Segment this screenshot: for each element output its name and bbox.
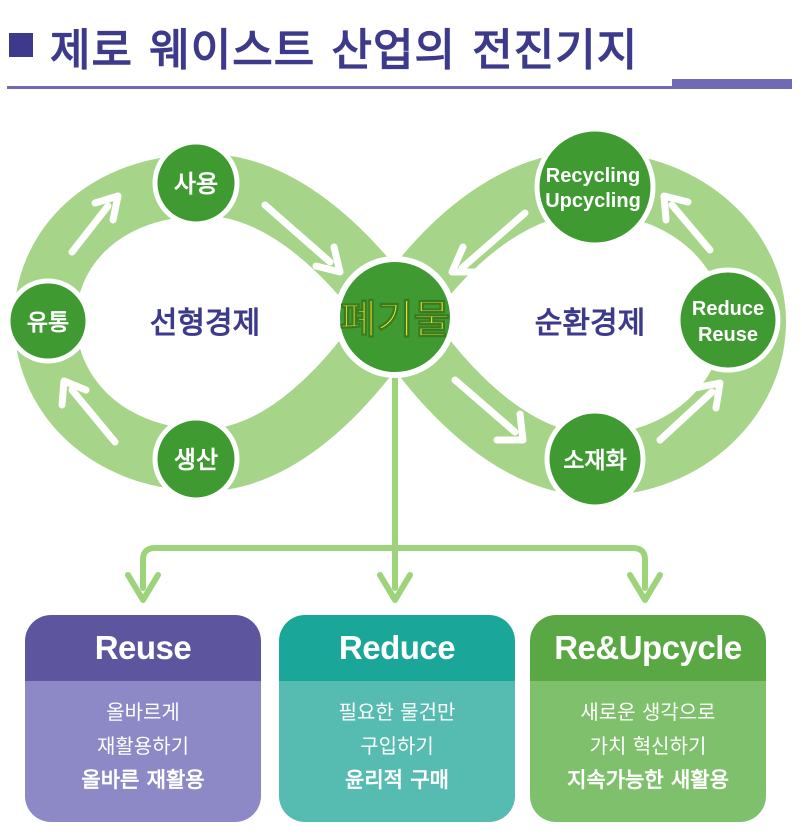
card-reuse-line2: 재활용하기	[97, 734, 189, 758]
title-underline-accent	[672, 79, 792, 89]
node-materialization-label: 소재화	[563, 448, 626, 474]
card-reduce-line2: 구입하기	[360, 734, 434, 758]
card-reduce-line1: 필요한 물건만	[338, 700, 456, 724]
card-reduce-body: 필요한 물건만 구입하기 윤리적 구매	[279, 681, 515, 822]
card-reduce-title: Reduce	[279, 615, 515, 681]
card-reuse-title: Reuse	[25, 615, 261, 681]
center-waste-label: 폐기물	[340, 297, 450, 343]
node-use-label: 사용	[174, 170, 218, 198]
flow-arrows	[58, 192, 724, 446]
title-underline	[7, 86, 792, 89]
card-reuse-body: 올바르게 재활용하기 올바른 재활용	[25, 681, 261, 822]
node-reduce-reuse	[675, 267, 781, 373]
node-production-label: 생산	[174, 446, 218, 474]
card-upcycle-body: 새로운 생각으로 가치 혁신하기 지속가능한 새활용	[530, 681, 766, 822]
card-upcycle: Re&Upcycle 새로운 생각으로 가치 혁신하기 지속가능한 새활용	[530, 615, 766, 822]
node-recycling-label-line2: Upcycling	[545, 190, 641, 212]
connector-lines	[125, 357, 663, 603]
circular-economy-label: 순환경제	[535, 306, 645, 341]
card-reuse-line3: 올바른 재활용	[81, 768, 205, 792]
node-distribution	[5, 278, 91, 364]
title-bar: 제로 웨이스트 산업의 전진기지	[0, 0, 802, 95]
card-reuse: Reuse 올바르게 재활용하기 올바른 재활용	[25, 615, 261, 822]
node-distribution-label: 유통	[27, 310, 69, 336]
node-waste-center	[334, 256, 456, 378]
node-reuse-label-line2: Reuse	[698, 324, 758, 346]
linear-economy-label: 선형경제	[150, 306, 260, 341]
node-materialization	[544, 408, 646, 510]
node-reduce-label-line1: Reduce	[692, 298, 764, 320]
card-reuse-line1: 올바르게	[106, 700, 180, 724]
card-upcycle-line1: 새로운 생각으로	[580, 700, 716, 724]
node-production	[152, 415, 240, 503]
card-upcycle-line3: 지속가능한 새활용	[567, 768, 729, 792]
title-bullet-icon	[9, 33, 33, 57]
card-reduce: Reduce 필요한 물건만 구입하기 윤리적 구매	[279, 615, 515, 822]
card-upcycle-title: Re&Upcycle	[530, 615, 766, 681]
node-recycling-label-line1: Recycling	[546, 165, 640, 187]
node-use	[152, 139, 240, 227]
card-upcycle-line2: 가치 혁신하기	[589, 734, 707, 758]
node-recycling	[534, 126, 656, 248]
page-title: 제로 웨이스트 산업의 전진기지	[50, 25, 639, 76]
card-reduce-line3: 윤리적 구매	[345, 768, 449, 792]
